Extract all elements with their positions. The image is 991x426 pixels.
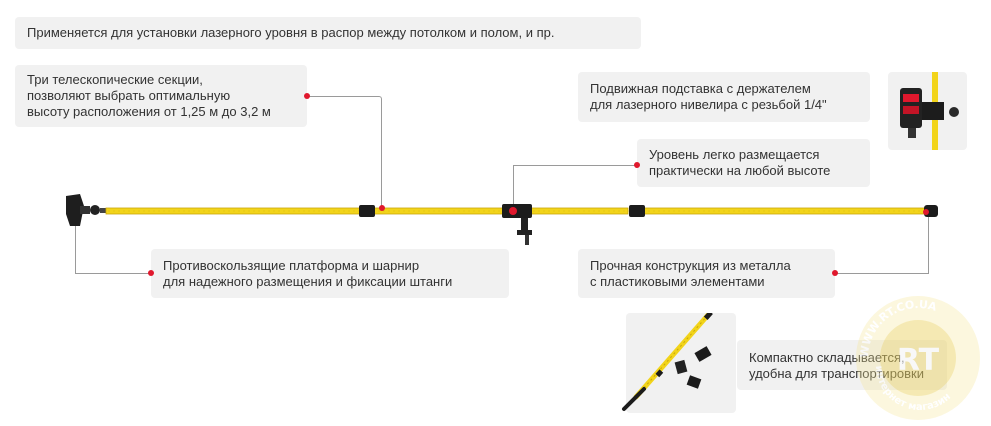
leader-line-metal — [835, 214, 929, 274]
callout-compact-folding: Компактно складывается, удобна для транс… — [737, 340, 947, 390]
shop-watermark-logo: WWW.RT.CO.UA RT интернет магазин — [856, 296, 980, 420]
watermark-logo-letters: RT — [897, 343, 940, 378]
thumbnail-folded-kit — [622, 313, 736, 413]
marker-dot-metal — [832, 270, 838, 276]
callout-movable-stand: Подвижная подставка с держателем для лаз… — [578, 72, 870, 122]
pole-end-cap-icon — [923, 205, 938, 217]
section-clamp-2 — [629, 205, 645, 217]
callout-metal-construction: Прочная конструкция из металла с пластик… — [578, 249, 835, 298]
laser-holder-icon — [502, 204, 532, 245]
callout-anti-slip-platform: Противоскользящие платформа и шарнир для… — [151, 249, 509, 298]
callout-telescopic-sections: Три телескопические секции, позволяют вы… — [15, 65, 307, 127]
marker-dot-level — [634, 162, 640, 168]
anti-slip-platform-icon — [66, 194, 108, 226]
callout-usage: Применяется для установки лазерного уров… — [15, 17, 641, 49]
marker-pole-sections — [379, 205, 385, 211]
thumbnail-laser-holder — [888, 72, 967, 150]
marker-dot-sections — [304, 93, 310, 99]
marker-dot-platform — [148, 270, 154, 276]
leader-line-platform — [75, 222, 152, 274]
leader-line-sections — [307, 96, 382, 208]
callout-level-height: Уровень легко размещается практически на… — [637, 139, 870, 187]
section-clamp-1 — [359, 205, 375, 217]
leader-line-level — [513, 165, 638, 210]
